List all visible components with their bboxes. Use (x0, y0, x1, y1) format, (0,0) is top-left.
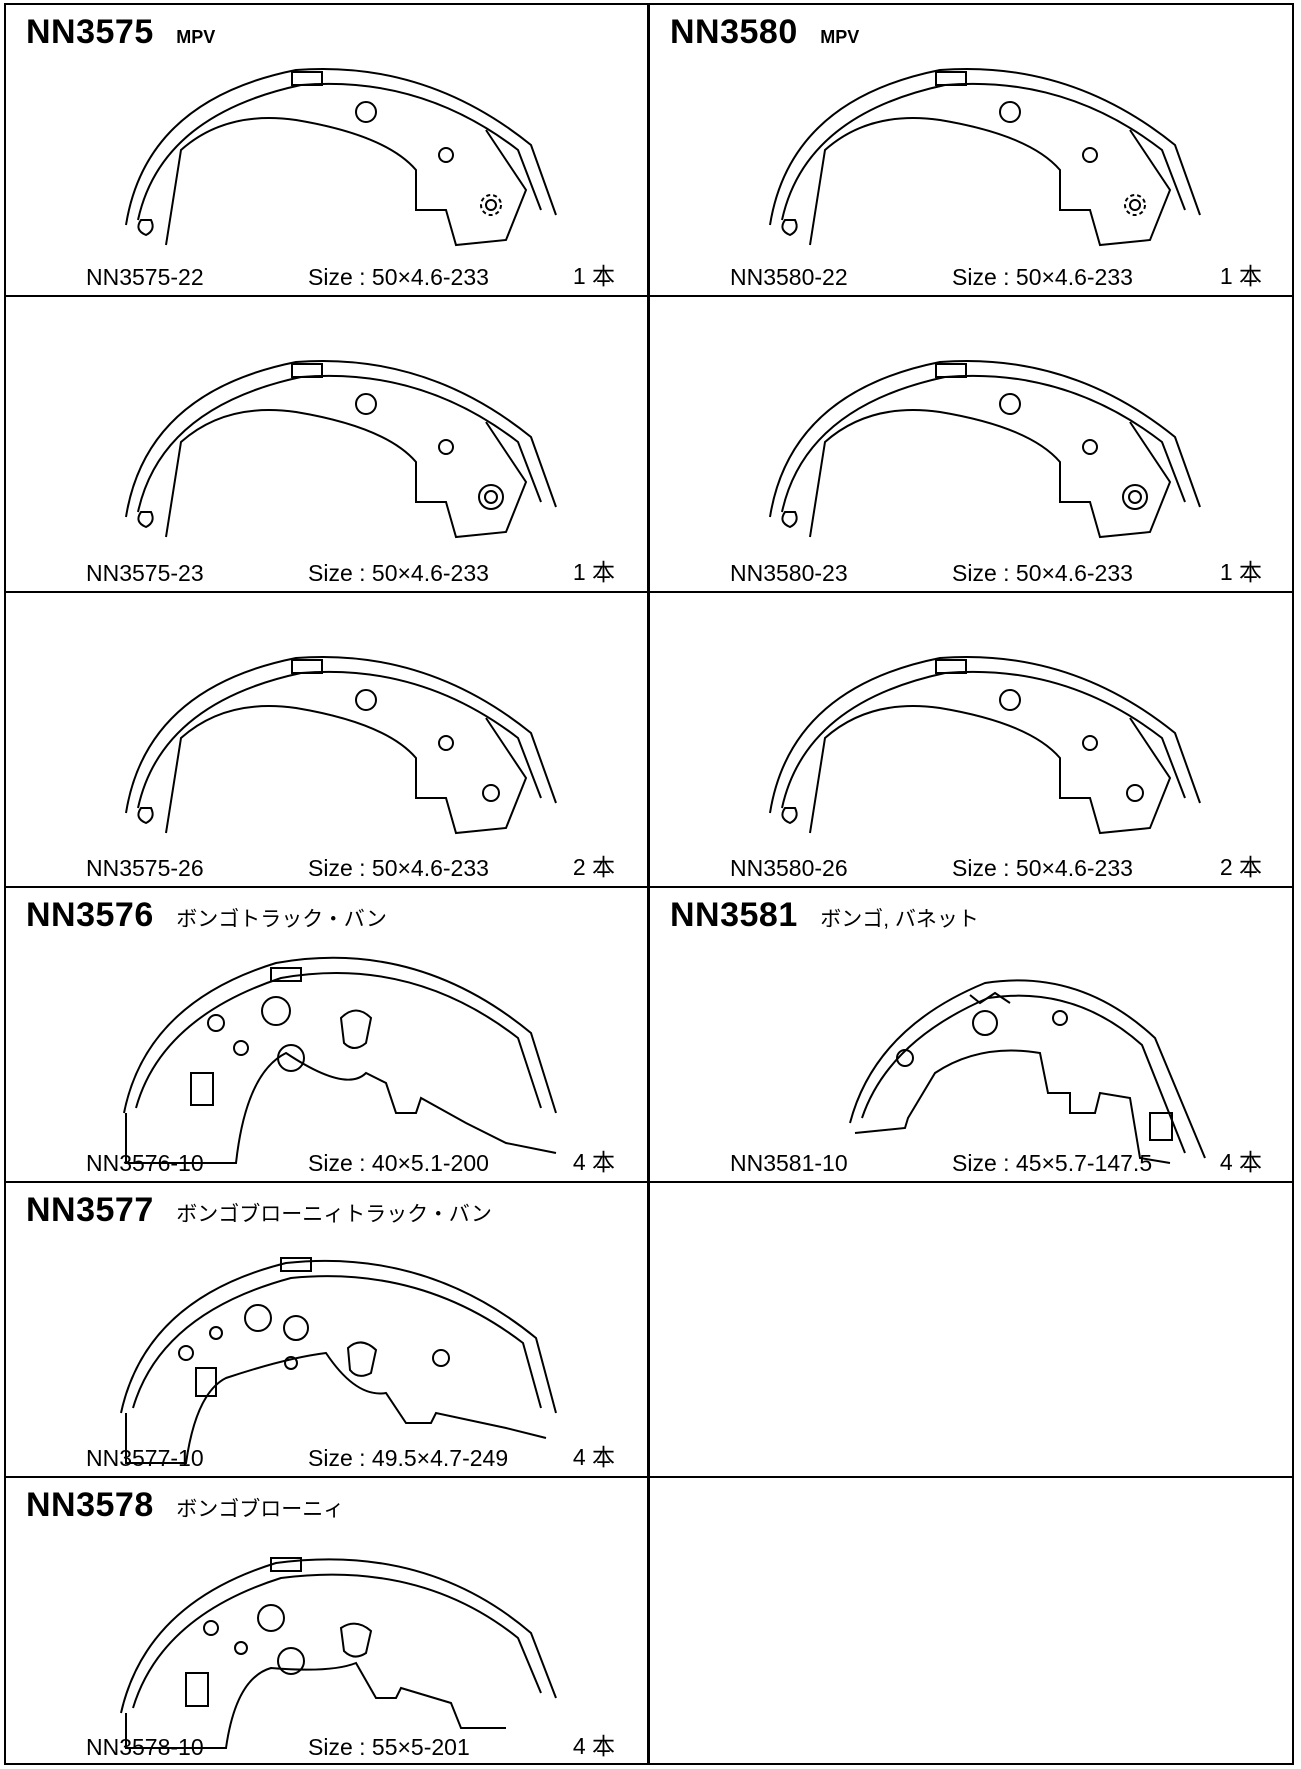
vehicle-model: ボンゴ, バネット (820, 908, 979, 931)
part-number: NN3580-26 (730, 855, 848, 881)
entry-nn3576-cell: NN3576 ボンゴトラック・バン NN3576-10 Size : 40×5.… (6, 888, 647, 1181)
vehicle-model: MPV (176, 27, 216, 47)
part-number: NN3575-23 (86, 560, 204, 586)
part-number: NN3581-10 (730, 1150, 848, 1176)
brake-shoe-drawing (730, 40, 1230, 270)
part-number: NN3576-10 (86, 1150, 204, 1176)
entry-header: NN3575 MPV (26, 13, 215, 52)
size-spec: Size : 50×4.6-233 (952, 560, 1133, 586)
product-code: NN3577 (26, 1191, 154, 1229)
entry-nn3577-cell: NN3577 ボンゴブローニィトラック・バン NN3577-10 Size : … (6, 1183, 647, 1476)
quantity: 4 本 (1219, 1149, 1262, 1175)
quantity: 4 本 (572, 1149, 615, 1175)
entry-nn3578-cell: NN3578 ボンゴブローニィ NN3578-10 Size : 55×5-20… (6, 1478, 647, 1765)
size-spec: Size : 50×4.6-233 (308, 264, 489, 290)
brake-shoe-drawing (86, 628, 586, 858)
entry-nn3581-cell: NN3581 ボンゴ, バネット NN3581-10 Size : 45×5.7… (650, 888, 1294, 1181)
brake-shoe-drawing (86, 40, 586, 270)
size-spec: Size : 55×5-201 (308, 1734, 470, 1760)
brake-shoe-drawing (86, 1218, 586, 1464)
entry-header: NN3581 ボンゴ, バネット (670, 896, 979, 935)
quantity: 2 本 (1219, 854, 1262, 880)
product-code: NN3575 (26, 13, 154, 51)
row-divider (4, 1181, 1294, 1183)
product-code: NN3578 (26, 1486, 154, 1524)
brake-shoe-drawing (730, 628, 1230, 858)
size-spec: Size : 45×5.7-147.5 (952, 1150, 1153, 1176)
entry-nn3580-cell-2: NN3580-23 Size : 50×4.6-233 1 本 (650, 297, 1294, 591)
entry-nn3575-cell-2: NN3575-23 Size : 50×4.6-233 1 本 (6, 297, 647, 591)
size-spec: Size : 50×4.6-233 (952, 264, 1133, 290)
vehicle-model: MPV (820, 27, 860, 47)
quantity: 1 本 (1219, 263, 1262, 289)
entry-nn3580-cell-1: NN3580 MPV NN3580-22 Size : 50×4.6-233 1… (650, 5, 1294, 295)
brake-shoe-drawing (86, 923, 586, 1164)
product-code: NN3580 (670, 13, 798, 51)
column-divider (647, 3, 650, 1765)
entry-header: NN3577 ボンゴブローニィトラック・バン (26, 1191, 492, 1230)
brake-shoe-drawing (730, 923, 1230, 1164)
part-number: NN3575-22 (86, 264, 204, 290)
entry-nn3580-cell-3: NN3580-26 Size : 50×4.6-233 2 本 (650, 593, 1294, 886)
row-divider (4, 1476, 1294, 1478)
part-number: NN3580-23 (730, 560, 848, 586)
part-number: NN3580-22 (730, 264, 848, 290)
part-number: NN3577-10 (86, 1445, 204, 1471)
brake-shoe-drawing (86, 1513, 586, 1749)
part-number: NN3575-26 (86, 855, 204, 881)
size-spec: Size : 40×5.1-200 (308, 1150, 489, 1176)
quantity: 2 本 (572, 854, 615, 880)
product-code: NN3576 (26, 896, 154, 934)
size-spec: Size : 50×4.6-233 (308, 855, 489, 881)
size-spec: Size : 50×4.6-233 (952, 855, 1133, 881)
entry-header: NN3580 MPV (670, 13, 859, 52)
vehicle-model: ボンゴトラック・バン (176, 908, 387, 931)
entry-nn3575-cell-1: NN3575 MPV NN3575-22 Size : 50×4.6-233 1… (6, 5, 647, 295)
quantity: 4 本 (572, 1444, 615, 1470)
quantity: 1 本 (1219, 559, 1262, 585)
row-divider (4, 295, 1294, 297)
vehicle-model: ボンゴブローニィトラック・バン (176, 1203, 492, 1226)
quantity: 1 本 (572, 263, 615, 289)
product-code: NN3581 (670, 896, 798, 934)
vehicle-model: ボンゴブローニィ (176, 1498, 345, 1521)
part-number: NN3578-10 (86, 1734, 204, 1760)
entry-header: NN3576 ボンゴトラック・バン (26, 896, 387, 935)
brake-shoe-drawing (86, 332, 586, 562)
size-spec: Size : 49.5×4.7-249 (308, 1445, 509, 1471)
entry-nn3575-cell-3: NN3575-26 Size : 50×4.6-233 2 本 (6, 593, 647, 886)
row-divider (4, 886, 1294, 888)
quantity: 4 本 (572, 1733, 615, 1759)
quantity: 1 本 (572, 559, 615, 585)
brake-shoe-drawing (730, 332, 1230, 562)
entry-header: NN3578 ボンゴブローニィ (26, 1486, 344, 1525)
row-divider (4, 591, 1294, 593)
size-spec: Size : 50×4.6-233 (308, 560, 489, 586)
